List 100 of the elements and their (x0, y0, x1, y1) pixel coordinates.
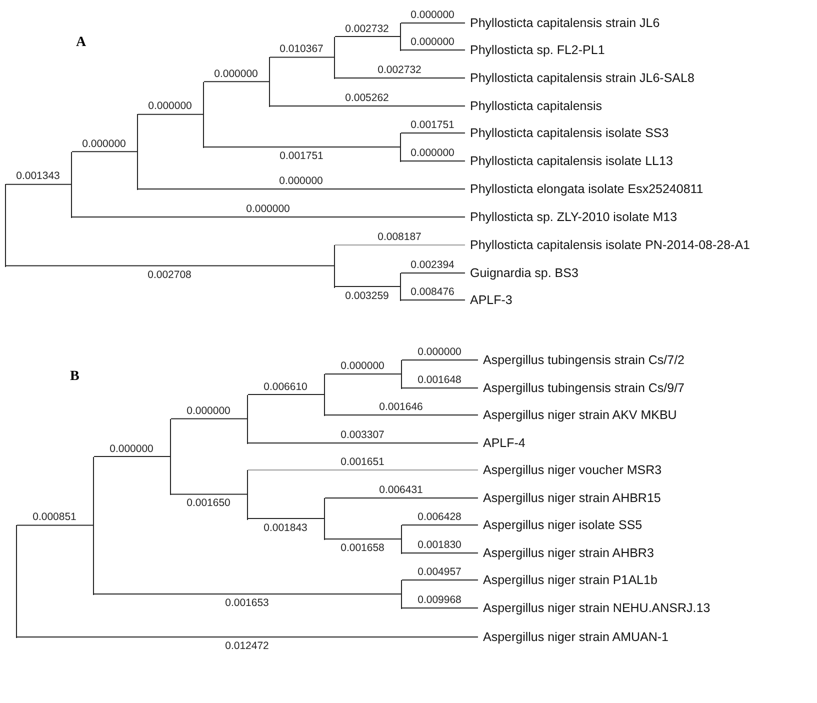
branch-point-line (334, 245, 335, 288)
taxon-label: Phyllosticta capitalensis strain JL6-SAL8 (465, 70, 694, 86)
branch-point-line (401, 580, 402, 609)
taxon-label: APLF-4 (478, 435, 526, 451)
branch-length: 0.001658 (340, 542, 384, 554)
branch-length: 0.001650 (186, 497, 230, 510)
branch-point-line (170, 418, 171, 496)
branch-line (6, 184, 72, 185)
branch-line (400, 22, 466, 24)
taxon-label: Aspergillus niger strain P1AL1b (478, 572, 658, 588)
branch-line (170, 418, 248, 420)
branch-point-line (400, 133, 401, 162)
branch-line (72, 216, 466, 218)
branch-point-line (247, 470, 248, 520)
branch-length: 0.000000 (410, 147, 454, 159)
branch-line (170, 494, 248, 495)
branch-line (270, 56, 334, 58)
branch-length: 0.000000 (148, 100, 192, 112)
taxon-label: Aspergillus niger strain AMUAN-1 (478, 629, 668, 645)
branch-line (334, 36, 400, 37)
branch-point-line (400, 23, 401, 51)
branch-line (400, 272, 466, 274)
taxon-label: Phyllosticta capitalensis strain JL6 (465, 15, 660, 31)
branch-length: 0.000000 (246, 203, 290, 215)
branch-length: 0.000000 (418, 346, 462, 358)
branch-point-line (16, 525, 17, 638)
branch-length: 0.001646 (379, 401, 423, 413)
branch-length: 0.002732 (378, 64, 422, 76)
branch-line (324, 414, 478, 416)
branch-length: 0.001648 (418, 374, 462, 386)
branch-length: 0.001653 (225, 597, 269, 609)
branch-line (324, 538, 402, 540)
branch-line (400, 160, 466, 162)
branch-length: 0.008476 (410, 286, 454, 298)
branch-length: 0.006431 (379, 484, 423, 496)
branch-point-line (401, 360, 402, 389)
branch-length: 0.003259 (345, 290, 389, 302)
branch-length: 0.001751 (410, 119, 454, 131)
taxon-label: Aspergillus niger strain AKV MKBU (478, 407, 677, 423)
taxon-label: Phyllosticta capitalensis (465, 98, 602, 114)
branch-line (138, 114, 204, 115)
branch-length: 0.000000 (410, 9, 454, 21)
branch-length: 0.002394 (410, 259, 454, 271)
taxon-label: Phyllosticta sp. ZLY-2010 isolate M13 (465, 209, 678, 225)
taxon-label: Aspergillus niger isolate SS5 (478, 517, 642, 533)
branch-point-line (137, 114, 138, 190)
branch-length: 0.001343 (16, 170, 60, 182)
branch-length: 0.012472 (225, 640, 269, 652)
taxon-label: Phyllosticta capitalensis isolate PN-2014-08-28-A1 (465, 237, 750, 253)
branch-length: 0.008187 (378, 231, 422, 243)
taxon-label: Aspergillus tubingensis strain Cs/7/2 (478, 352, 684, 368)
branch-point-line (203, 82, 204, 148)
branch-point-line (401, 525, 402, 554)
taxon-label: APLF-3 (465, 292, 512, 308)
branch-length: 0.009968 (418, 594, 462, 606)
taxon-label: Aspergillus niger strain NEHU.ANSRJ.13 (478, 600, 710, 616)
taxon-label: Phyllosticta sp. FL2-PL1 (465, 42, 605, 58)
taxon-label: Phyllosticta capitalensis isolate SS3 (465, 125, 669, 141)
branch-length: 0.006610 (264, 380, 308, 392)
branch-length: 0.001651 (340, 456, 384, 468)
branch-length: 0.001751 (280, 150, 324, 162)
taxon-label: Aspergillus tubingensis strain Cs/9/7 (478, 380, 684, 396)
branch-length: 0.000000 (110, 442, 154, 454)
branch-line (72, 151, 138, 152)
branch-line (6, 265, 334, 266)
branch-length: 0.001830 (418, 539, 462, 551)
branch-length: 0.005262 (345, 92, 389, 104)
branch-length: 0.000000 (214, 68, 258, 80)
panel-letter: B (70, 369, 80, 385)
branch-length: 0.000000 (340, 360, 384, 372)
branch-length: 0.003307 (340, 429, 384, 441)
branch-length: 0.000000 (186, 404, 230, 417)
branch-line (334, 286, 400, 287)
taxon-label: Aspergillus niger strain AHBR15 (478, 490, 661, 506)
panel-letter: A (76, 35, 86, 51)
branch-line (94, 456, 170, 457)
branch-length: 0.002732 (345, 22, 389, 34)
branch-line (402, 524, 478, 526)
branch-line (16, 524, 94, 526)
branch-point-line (5, 184, 6, 267)
branch-length: 0.000000 (82, 138, 126, 150)
branch-length: 0.000000 (410, 36, 454, 48)
branch-point-line (93, 456, 94, 595)
branch-point-line (324, 498, 325, 540)
branch-length: 0.001843 (264, 522, 308, 534)
branch-line (204, 81, 270, 82)
branch-point-line (269, 57, 270, 107)
taxon-label: Guignardia sp. BS3 (465, 265, 578, 281)
branch-line (248, 394, 324, 395)
branch-length: 0.000000 (279, 175, 323, 187)
branch-length: 0.000851 (32, 511, 76, 524)
branch-length: 0.004957 (418, 566, 462, 578)
branch-point-line (71, 152, 72, 218)
branch-line (248, 442, 478, 444)
branch-point-line (400, 273, 401, 301)
branch-line (402, 552, 478, 554)
branch-line (138, 188, 466, 190)
taxon-label: Aspergillus niger voucher MSR3 (478, 462, 662, 478)
branch-length: 0.006428 (418, 511, 462, 523)
taxon-label: Aspergillus niger strain AHBR3 (478, 545, 654, 561)
